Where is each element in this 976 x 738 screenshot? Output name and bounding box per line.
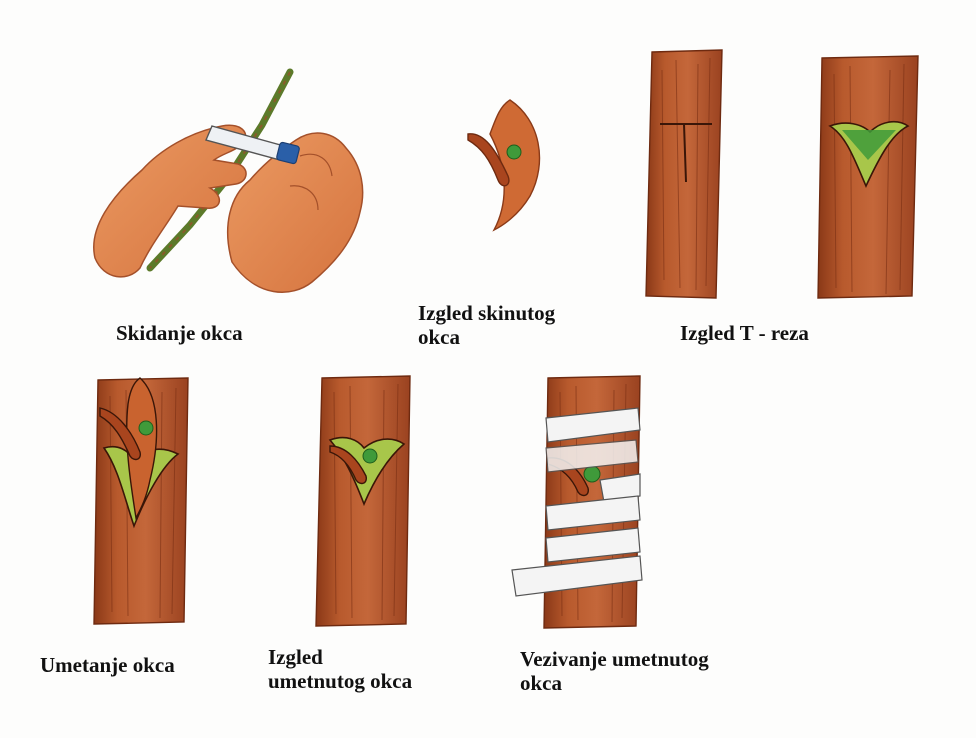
- caption-line: Izgled: [268, 645, 412, 669]
- caption-line: Skidanje okca: [116, 321, 243, 345]
- bud-eye: [139, 421, 153, 435]
- bud-eye: [584, 466, 600, 482]
- trunk-inserted-bud-drawing: [316, 376, 410, 626]
- caption-line: Umetanje okca: [40, 653, 175, 677]
- caption-line: Izgled T - reza: [680, 321, 809, 345]
- caption-tying-bud: Vezivanje umetnutog okca: [520, 647, 709, 695]
- left-hand: [94, 125, 246, 277]
- caption-line: umetnutog okca: [268, 669, 412, 693]
- caption-line: Vezivanje umetnutog: [520, 647, 709, 671]
- removed-bud-drawing: [468, 100, 540, 230]
- caption-removing-bud: Skidanje okca: [116, 321, 243, 345]
- bud-eye: [507, 145, 521, 159]
- caption-inserting-bud: Umetanje okca: [40, 653, 175, 677]
- caption-line: okca: [418, 325, 555, 349]
- trunk-inserting-bud-drawing: [94, 378, 188, 624]
- trunk-t-cut-drawing: [646, 50, 722, 298]
- trunk-tied-bud-drawing: [512, 376, 642, 628]
- trunk-opened-cut-drawing: [818, 56, 918, 298]
- knife-handle: [276, 142, 300, 164]
- caption-inserted-bud: Izgled umetnutog okca: [268, 645, 412, 693]
- caption-t-cut: Izgled T - reza: [680, 321, 809, 345]
- caption-line: okca: [520, 671, 709, 695]
- caption-removed-bud: Izgled skinutog okca: [418, 301, 555, 349]
- bud-eye: [363, 449, 377, 463]
- hands-cutting-bud-drawing: [94, 72, 363, 292]
- caption-line: Izgled skinutog: [418, 301, 555, 325]
- trunk: [646, 50, 722, 298]
